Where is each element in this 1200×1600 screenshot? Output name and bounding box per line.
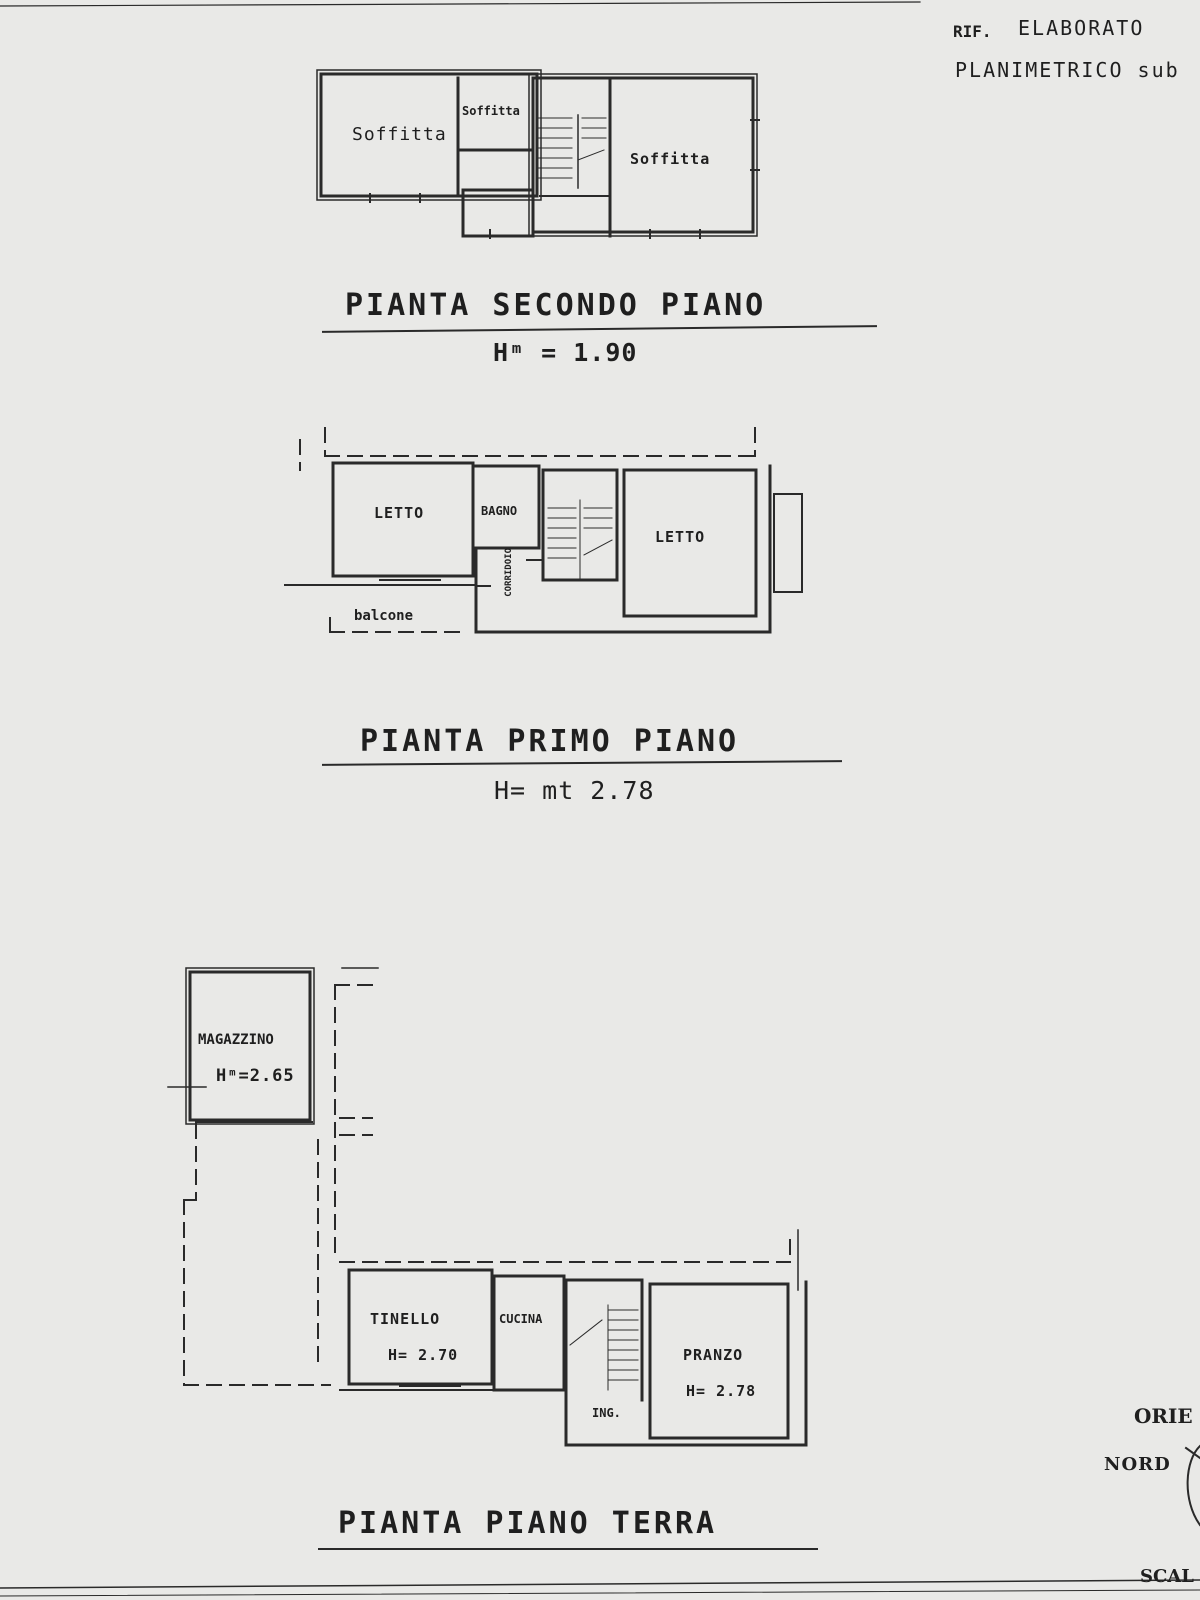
room-letto-right: LETTO xyxy=(655,528,706,546)
room-soffitta-middle: Soffitta xyxy=(462,104,520,118)
first-floor-height: H= mt 2.78 xyxy=(494,776,655,805)
room-magazzino: MAGAZZINO xyxy=(198,1032,274,1048)
room-balcone: balcone xyxy=(354,608,414,624)
second-floor-title: PIANTA SECONDO PIANO xyxy=(345,288,767,323)
dashed-outline-ground-floor xyxy=(183,984,791,1386)
room-corridoio: CORRIDOIO xyxy=(504,548,514,597)
room-soffitta-right: Soffitta xyxy=(630,150,711,168)
scale-label: SCAL xyxy=(1140,1566,1194,1587)
room-pranzo-height: H= 2.78 xyxy=(686,1382,757,1400)
ref-title: ELABORATO xyxy=(1018,16,1145,40)
room-bagno: BAGNO xyxy=(481,504,518,518)
ground-floor-title: PIANTA PIANO TERRA xyxy=(338,1506,718,1541)
ground-floor-title-underline xyxy=(318,1548,818,1550)
orientation-label: ORIE xyxy=(1134,1404,1193,1428)
room-tinello: TINELLO xyxy=(370,1310,441,1328)
window-marks-second-floor xyxy=(369,119,760,239)
sheet-border-top xyxy=(0,1,921,7)
stairs-ground-floor xyxy=(569,1304,639,1391)
room-ingresso: ING. xyxy=(592,1406,621,1420)
ref-prefix: RIF. xyxy=(953,22,992,41)
room-cucina: CUCINA xyxy=(499,1312,543,1326)
second-floor-height: Hᵐ = 1.90 xyxy=(493,338,638,367)
first-floor-title: PIANTA PRIMO PIANO xyxy=(360,724,740,759)
sheet-border-bottom xyxy=(0,1579,1200,1589)
plan-second-floor xyxy=(316,69,760,239)
room-letto-left: LETTO xyxy=(374,504,425,522)
room-soffitta-left: Soffitta xyxy=(352,124,447,145)
dashed-outline-first-floor xyxy=(299,427,761,633)
ref-subtitle: PLANIMETRICO sub xyxy=(955,58,1180,82)
stairs-first-floor xyxy=(547,499,613,581)
north-arrow-icon xyxy=(1186,1444,1200,1527)
plan-first-floor xyxy=(284,427,803,634)
room-pranzo: PRANZO xyxy=(683,1346,744,1364)
room-tinello-height: H= 2.70 xyxy=(388,1346,459,1364)
north-label: NORD xyxy=(1104,1454,1171,1475)
stairs-second-floor xyxy=(537,117,607,179)
room-magazzino-height: Hᵐ=2.65 xyxy=(216,1066,295,1086)
plan-ground-floor xyxy=(167,967,808,1447)
